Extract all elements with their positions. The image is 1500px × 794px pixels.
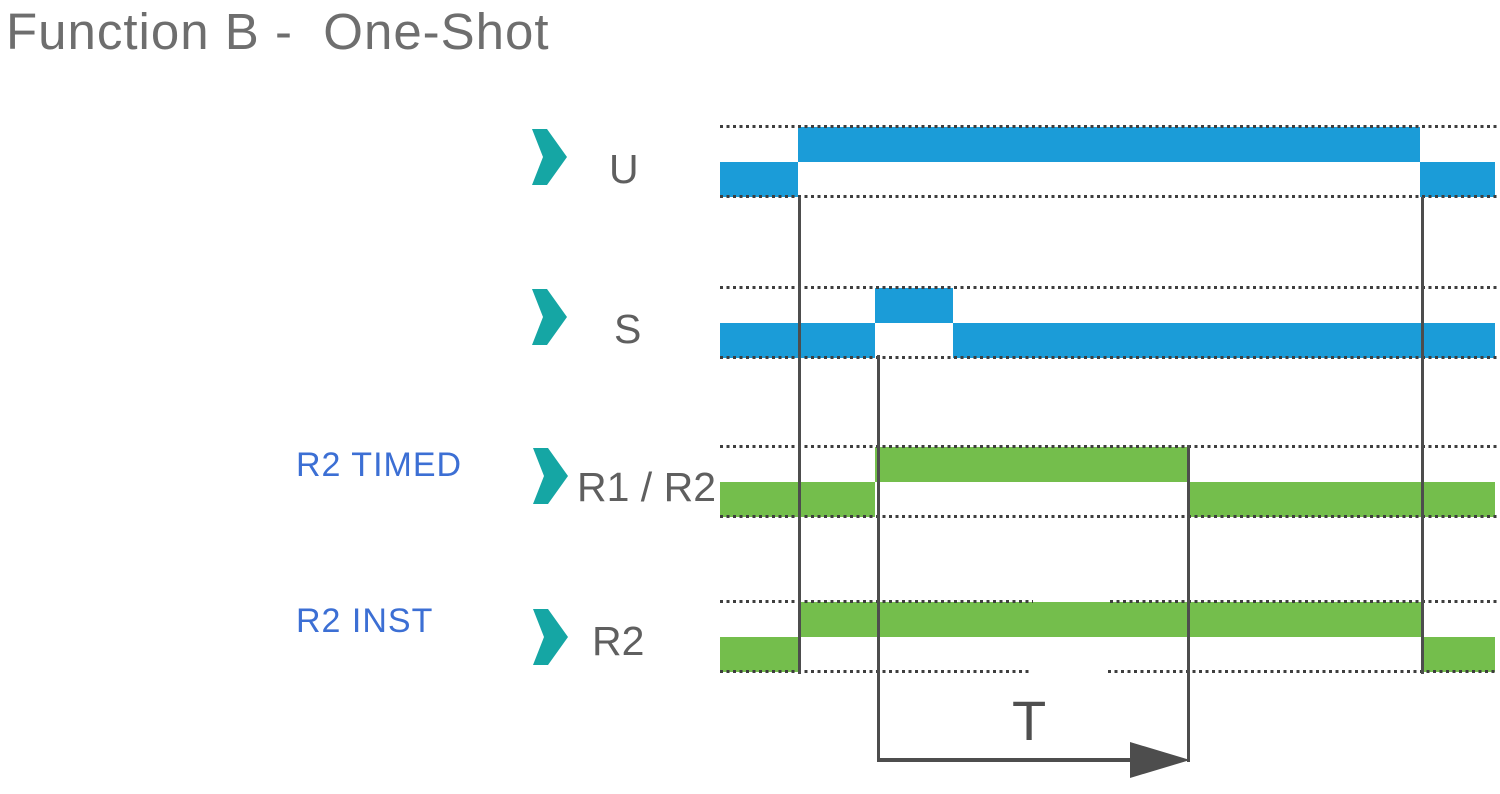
signal-bar-r2-low	[720, 637, 798, 672]
chevron-right-icon	[532, 129, 567, 185]
event-marker-line-4	[1421, 197, 1424, 674]
signal-bar-r2-high	[798, 602, 1421, 637]
signal-bar-r1r2-low	[1187, 482, 1495, 517]
chevron-right-icon	[533, 609, 568, 665]
relay-mode-label-r1r2: R2 TIMED	[296, 446, 463, 484]
signal-bar-s-high	[875, 288, 953, 323]
event-marker-line-3	[1187, 445, 1190, 762]
signal-label-s: S	[614, 306, 642, 352]
signal-bar-r1r2-high	[875, 447, 1187, 482]
dotted-rail-low	[720, 195, 1497, 198]
dotted-rail-high	[1110, 600, 1497, 603]
time-arrowhead-icon	[1130, 742, 1190, 778]
time-duration-label: T	[1012, 689, 1047, 752]
dotted-rail-high	[720, 445, 1497, 448]
signal-bar-s-low	[720, 323, 875, 358]
signal-label-r2: R2	[592, 618, 645, 664]
chevron-right-icon	[532, 289, 567, 345]
event-marker-line-1	[798, 197, 801, 674]
signal-bar-s-low	[953, 323, 1495, 358]
signal-bar-r2-low	[1421, 637, 1495, 672]
dotted-rail-low	[720, 356, 1497, 359]
dotted-rail-high	[720, 125, 1497, 128]
signal-bar-u-low	[720, 162, 798, 197]
dotted-rail-high	[720, 286, 1497, 289]
dotted-rail-low	[720, 515, 1497, 518]
dotted-rail-high	[720, 600, 1033, 603]
signal-bar-u-high	[798, 127, 1420, 162]
dotted-rail-low	[1108, 670, 1497, 673]
chevron-right-icon	[533, 448, 568, 504]
page-title: Function B - One-Shot	[6, 3, 550, 60]
time-arrow-line	[877, 758, 1178, 762]
signal-bar-u-low	[1420, 162, 1495, 197]
signal-label-u: U	[609, 146, 639, 192]
signal-label-r1r2: R1 / R2	[577, 464, 716, 510]
signal-bar-r1r2-low	[720, 482, 875, 517]
event-marker-line-2	[877, 355, 880, 762]
dotted-rail-low	[720, 670, 1030, 673]
relay-mode-label-r2: R2 INST	[296, 602, 434, 640]
